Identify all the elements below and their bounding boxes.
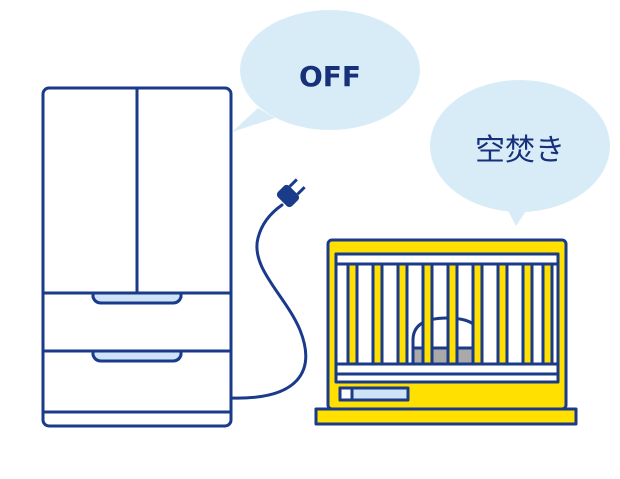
empty-burning-speech-bubble: 空焚き <box>430 80 610 226</box>
empty-burning-label: 空焚き <box>475 133 565 168</box>
heater-icon <box>314 238 578 426</box>
off-label: OFF <box>299 60 361 93</box>
off-speech-bubble: OFF <box>232 10 420 132</box>
refrigerator-icon <box>41 86 233 428</box>
power-plug-icon <box>229 178 308 400</box>
